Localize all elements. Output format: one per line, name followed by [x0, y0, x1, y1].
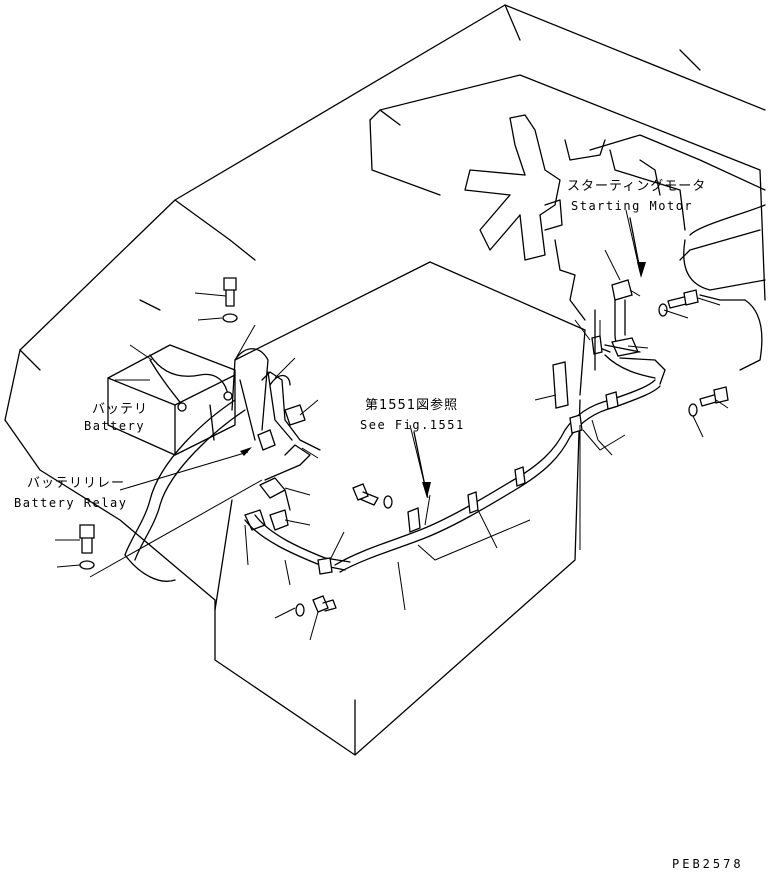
- battery-relay-cables: [124, 348, 351, 582]
- engine-fan: [464, 114, 606, 261]
- battery: [107, 344, 236, 456]
- battery-relay-label-en: Battery Relay: [14, 496, 128, 510]
- engine-block: [554, 134, 766, 371]
- starting-motor-label-jp: スターティングモータ: [567, 179, 707, 194]
- bolts-and-washers: [79, 277, 729, 617]
- drawing-code: PEB2578: [672, 857, 744, 871]
- battery-label-jp: バッテリ: [92, 402, 149, 417]
- see-fig-label-jp: 第1551図参照: [365, 398, 459, 413]
- battery-label-en: Battery: [84, 419, 146, 433]
- main-cover-box: [214, 261, 586, 756]
- label-arrows: [240, 217, 646, 498]
- battery-relay-label-jp: バッテリリレー: [27, 476, 126, 491]
- leader-lines: [55, 209, 729, 641]
- harness-brackets: [417, 419, 626, 561]
- engine-hood: [369, 74, 766, 301]
- starting-motor-label-en: Starting Motor: [571, 199, 694, 213]
- see-fig-label-en: See Fig.1551: [360, 418, 465, 432]
- machine-frame: [4, 4, 766, 601]
- starting-motor-assembly: [591, 279, 656, 379]
- wire-harness: [334, 357, 666, 573]
